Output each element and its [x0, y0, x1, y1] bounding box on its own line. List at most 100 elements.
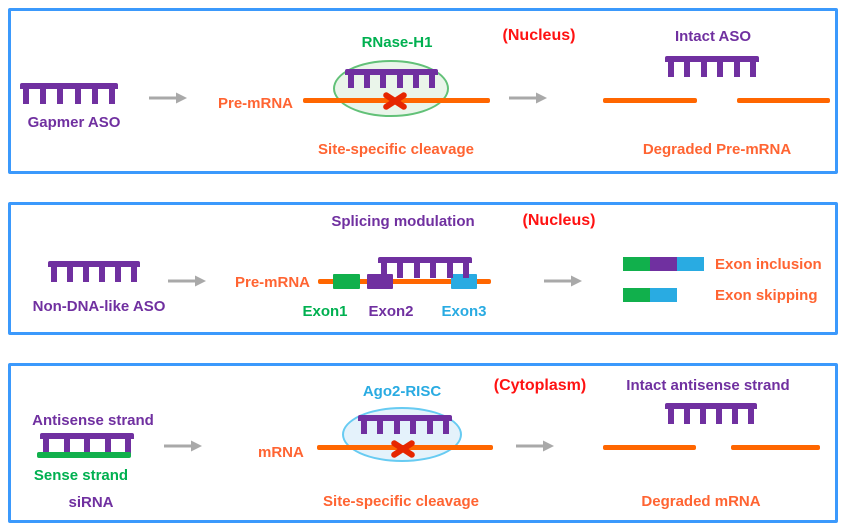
substrate-label: mRNA: [258, 444, 304, 461]
sirna-label: siRNA: [68, 494, 114, 511]
degraded-fragment: [731, 445, 820, 450]
comb-tooth: [23, 89, 29, 104]
comb-tooth: [51, 267, 57, 282]
pre-mrna-line: [318, 279, 491, 284]
exon-skipping-label: Exon skipping: [715, 287, 818, 304]
comb-tooth: [748, 409, 754, 424]
comb-tooth: [91, 89, 98, 104]
comb-tooth: [108, 89, 115, 104]
comb-tooth: [380, 75, 387, 88]
sense-strand-icon: [37, 452, 131, 458]
exon1-label: Exon1: [302, 303, 348, 320]
comb-tooth: [57, 89, 64, 104]
antisense-strand-icon: [40, 433, 134, 454]
non-dna-aso-icon: [48, 261, 140, 282]
exon-segment: [623, 257, 650, 271]
bound-antisense-icon: [358, 415, 452, 434]
exon-skipping-bar: [623, 288, 677, 302]
exon2-label: Exon2: [368, 303, 414, 320]
arrow-icon: [516, 440, 554, 452]
enzyme-label: Ago2-RISC: [362, 383, 442, 400]
comb-tooth: [700, 62, 707, 77]
degraded-label: Degraded Pre-mRNA: [642, 141, 792, 158]
comb-tooth: [84, 439, 90, 454]
comb-tooth: [749, 62, 756, 77]
panel-splicing-modulation: Splicing modulation (Nucleus) Non-DNA-li…: [8, 202, 838, 335]
comb-tooth: [361, 421, 367, 434]
comb-tooth: [732, 409, 738, 424]
cleavage-x-icon: [389, 438, 417, 460]
comb-tooth: [684, 409, 690, 424]
degraded-fragment: [737, 98, 830, 103]
intact-aso-icon: [665, 56, 759, 77]
exon-inclusion-label: Exon inclusion: [715, 256, 822, 273]
exon-segment: [623, 288, 650, 302]
arrow-icon: [164, 440, 202, 452]
location-label: (Nucleus): [502, 27, 576, 44]
comb-tooth: [413, 263, 420, 278]
exon3-box: [451, 274, 477, 289]
comb-tooth: [43, 439, 49, 454]
bound-aso-icon: [345, 69, 438, 88]
comb-tooth: [426, 421, 433, 434]
comb-tooth: [684, 62, 691, 77]
comb-tooth: [115, 267, 121, 282]
cleavage-x-icon: [381, 90, 409, 112]
exon-segment: [677, 257, 704, 271]
comb-tooth: [74, 89, 81, 104]
panel-gapmer-aso: RNase-H1 (Nucleus) Intact ASO Gapmer ASO…: [8, 8, 838, 174]
comb-tooth: [377, 421, 384, 434]
arrow-icon: [168, 275, 206, 287]
comb-tooth: [462, 263, 469, 278]
exon-inclusion-bar: [623, 257, 704, 271]
comb-tooth: [733, 62, 740, 77]
comb-tooth: [83, 267, 89, 282]
comb-tooth: [428, 75, 435, 88]
degraded-fragment: [603, 445, 696, 450]
intact-antisense-icon: [665, 403, 757, 424]
comb-tooth: [442, 421, 449, 434]
non-dna-aso-label: Non-DNA-like ASO: [32, 298, 166, 315]
comb-tooth: [104, 439, 111, 454]
panel-sirna: Ago2-RISC (Cytoplasm) Intact antisense s…: [8, 363, 838, 523]
intact-antisense-label: Intact antisense strand: [626, 377, 790, 394]
comb-tooth: [430, 263, 437, 278]
comb-tooth: [393, 421, 400, 434]
comb-tooth: [131, 267, 137, 282]
exon-segment: [650, 288, 677, 302]
panel-title: Splicing modulation: [331, 213, 475, 230]
comb-tooth: [412, 75, 419, 88]
antisense-strand-label: Antisense strand: [32, 412, 154, 429]
bound-aso-icon: [378, 257, 472, 278]
comb-tooth: [364, 75, 371, 88]
sense-strand-label: Sense strand: [33, 467, 129, 484]
arrow-icon: [544, 275, 582, 287]
comb-tooth: [40, 89, 47, 104]
comb-tooth: [381, 263, 387, 278]
gapmer-aso-label: Gapmer ASO: [27, 114, 121, 131]
process-label: Site-specific cleavage: [318, 141, 474, 158]
intact-aso-label: Intact ASO: [674, 28, 752, 45]
comb-tooth: [99, 267, 105, 282]
process-label: Site-specific cleavage: [323, 493, 479, 510]
enzyme-label: RNase-H1: [361, 34, 433, 51]
arrow-icon: [149, 92, 187, 104]
exon-segment: [650, 257, 677, 271]
comb-tooth: [668, 62, 674, 77]
substrate-label: Pre-mRNA: [235, 274, 311, 291]
comb-tooth: [396, 75, 403, 88]
substrate-label: Pre-mRNA: [218, 95, 294, 112]
comb-tooth: [397, 263, 404, 278]
degraded-label: Degraded mRNA: [641, 493, 761, 510]
comb-tooth: [700, 409, 706, 424]
comb-tooth: [67, 267, 73, 282]
comb-tooth: [716, 409, 722, 424]
exon1-box: [333, 274, 360, 289]
degraded-fragment: [603, 98, 697, 103]
arrow-icon: [509, 92, 547, 104]
comb-tooth: [63, 439, 70, 454]
comb-tooth: [125, 439, 131, 454]
comb-tooth: [410, 421, 417, 434]
location-label: (Cytoplasm): [493, 377, 587, 394]
comb-tooth: [717, 62, 724, 77]
